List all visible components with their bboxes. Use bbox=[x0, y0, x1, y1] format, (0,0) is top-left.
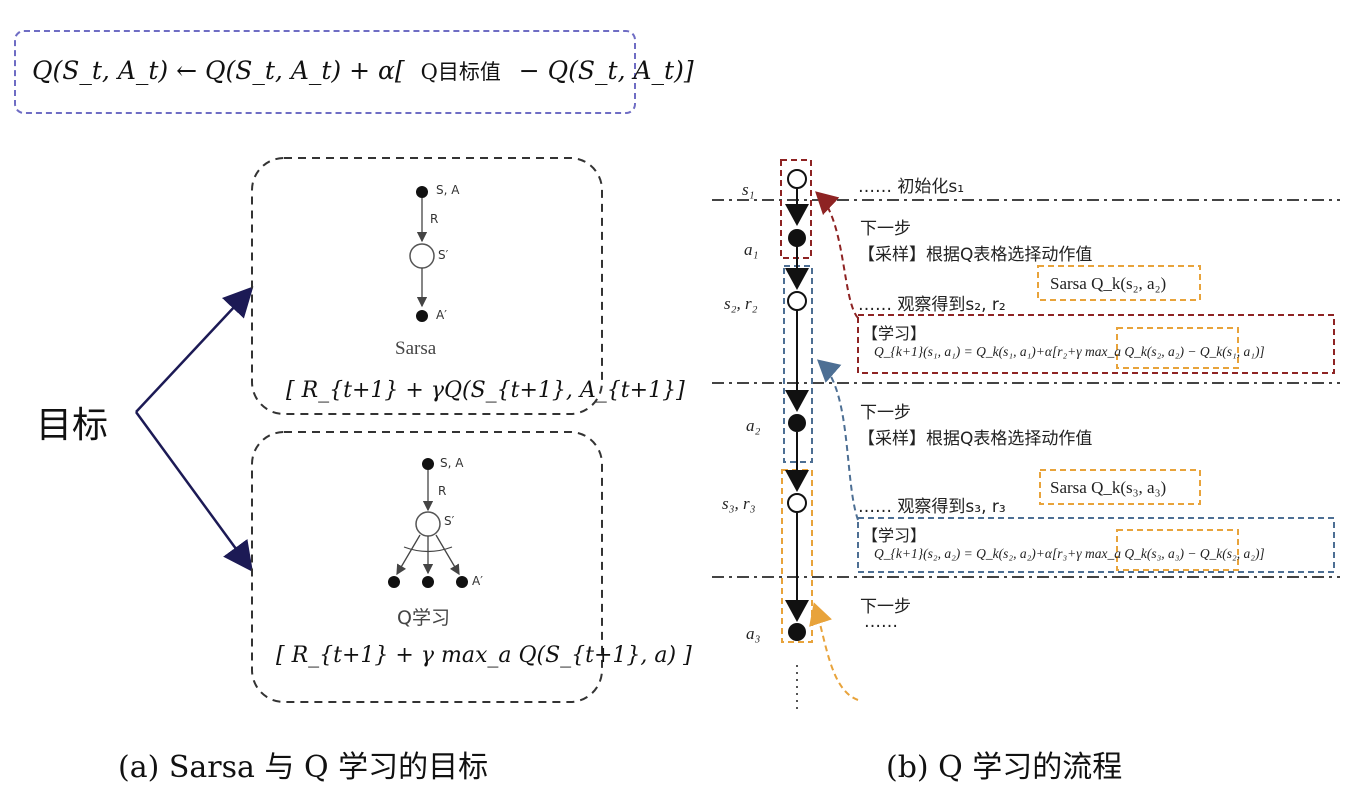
sarsa-name: Sarsa bbox=[395, 338, 437, 359]
sarsa-box-1 bbox=[1037, 265, 1201, 301]
label-a2: a₂ bbox=[746, 416, 761, 435]
q-node-sa bbox=[422, 458, 434, 470]
learn-formula-2: Q_{k+1}(s₂, a₂) = Q_k(s₂, a₂)+α[r₃+γ max… bbox=[874, 546, 1265, 561]
sarsa-node-sa bbox=[416, 186, 428, 198]
q-label-sa: S, A bbox=[440, 456, 464, 470]
learn-box-2 bbox=[857, 517, 1335, 573]
q-label-s-prime: S′ bbox=[444, 514, 455, 528]
sample-text-1: 【采样】根据Q表格选择动作值 bbox=[858, 245, 1093, 265]
sarsa-value-2: Sarsa Q_k(s₃, a₃) bbox=[1050, 478, 1167, 497]
next-step-1: 下一步 bbox=[860, 219, 911, 239]
q-node-a3 bbox=[456, 576, 468, 588]
caption-b: (b) Q 学习的流程 bbox=[886, 750, 1123, 785]
caption-a: (a) Sarsa 与 Q 学习的目标 bbox=[118, 750, 489, 785]
ellipsis-text: …… bbox=[864, 612, 898, 632]
q-node-a2 bbox=[422, 576, 434, 588]
sarsa-label-s-prime: S′ bbox=[438, 248, 449, 262]
node-s3 bbox=[787, 493, 807, 513]
feedback-arrow-blue bbox=[816, 359, 859, 521]
node-s1 bbox=[787, 169, 807, 189]
label-s3-r3: s₃, r₃ bbox=[722, 494, 756, 513]
label-a1: a₁ bbox=[744, 240, 759, 259]
next-step-3: 下一步 bbox=[860, 597, 911, 617]
sarsa-label-r: R bbox=[430, 212, 439, 226]
learn-formula-1: Q_{k+1}(s₁, a₁) = Q_k(s₁, a₁)+α[r₂+γ max… bbox=[874, 344, 1265, 359]
update-rule-formula: Q(S_t, A_t) ← Q(S_t, A_t) + α[ Q目标值 − Q(… bbox=[32, 56, 694, 86]
max-term-box-2 bbox=[1116, 529, 1239, 571]
qlearning-box bbox=[251, 431, 603, 703]
update-rule-box bbox=[14, 30, 636, 114]
node-a1 bbox=[788, 229, 806, 247]
init-text: …… 初始化s₁ bbox=[858, 177, 965, 197]
sarsa-box bbox=[251, 157, 603, 415]
sarsa-node-a-prime bbox=[416, 310, 428, 322]
sarsa-label-sa: S, A bbox=[436, 183, 460, 197]
qlearning-target: [ R_{t+1} + γ max_a Q(S_{t+1}, a) ] bbox=[276, 643, 692, 668]
next-step-2: 下一步 bbox=[860, 403, 911, 423]
feedback-arrow-orange bbox=[809, 602, 859, 701]
max-term-box-1 bbox=[1116, 327, 1239, 369]
q-edge-a1 bbox=[396, 534, 421, 576]
goal-label: 目标 bbox=[36, 405, 109, 446]
sarsa-label-a-prime: A′ bbox=[436, 308, 447, 322]
qlearning-name: Q学习 bbox=[397, 607, 450, 629]
observe-text-1: …… 观察得到s₂, r₂ bbox=[858, 295, 1006, 315]
learn-tag-2: 【学习】 bbox=[862, 526, 927, 545]
sample-text-2: 【采样】根据Q表格选择动作值 bbox=[858, 429, 1093, 449]
sarsa-box-2 bbox=[1039, 469, 1201, 505]
node-s2 bbox=[787, 291, 807, 311]
feedback-arrow-red bbox=[815, 191, 859, 319]
learn-tag-1: 【学习】 bbox=[862, 324, 927, 343]
update-rule-left: Q(S_t, A_t) ← Q(S_t, A_t) + α[ bbox=[32, 56, 405, 85]
q-target-text: Q目标值 bbox=[420, 60, 501, 84]
goal-arrow-sarsa bbox=[135, 286, 254, 413]
q-edge-a3 bbox=[435, 534, 460, 576]
learn-box-1 bbox=[857, 314, 1335, 374]
node-a3 bbox=[788, 623, 806, 641]
node-a2 bbox=[788, 414, 806, 432]
goal-arrow-qlearning bbox=[134, 411, 253, 573]
sarsa-target: [ R_{t+1} + γQ(S_{t+1}, A_{t+1}] bbox=[286, 378, 685, 403]
q-label-r: R bbox=[438, 484, 447, 498]
label-s1: s₁ bbox=[742, 180, 755, 199]
q-node-a1 bbox=[388, 576, 400, 588]
sarsa-value-1: Sarsa Q_k(s₂, a₂) bbox=[1050, 274, 1167, 293]
q-label-a-prime: A′ bbox=[472, 574, 483, 588]
observe-text-2: …… 观察得到s₃, r₃ bbox=[858, 497, 1006, 517]
label-s2-r2: s₂, r₂ bbox=[724, 294, 758, 313]
update-rule-right: − Q(S_t, A_t)] bbox=[518, 56, 694, 85]
label-a3: a₃ bbox=[746, 624, 761, 643]
